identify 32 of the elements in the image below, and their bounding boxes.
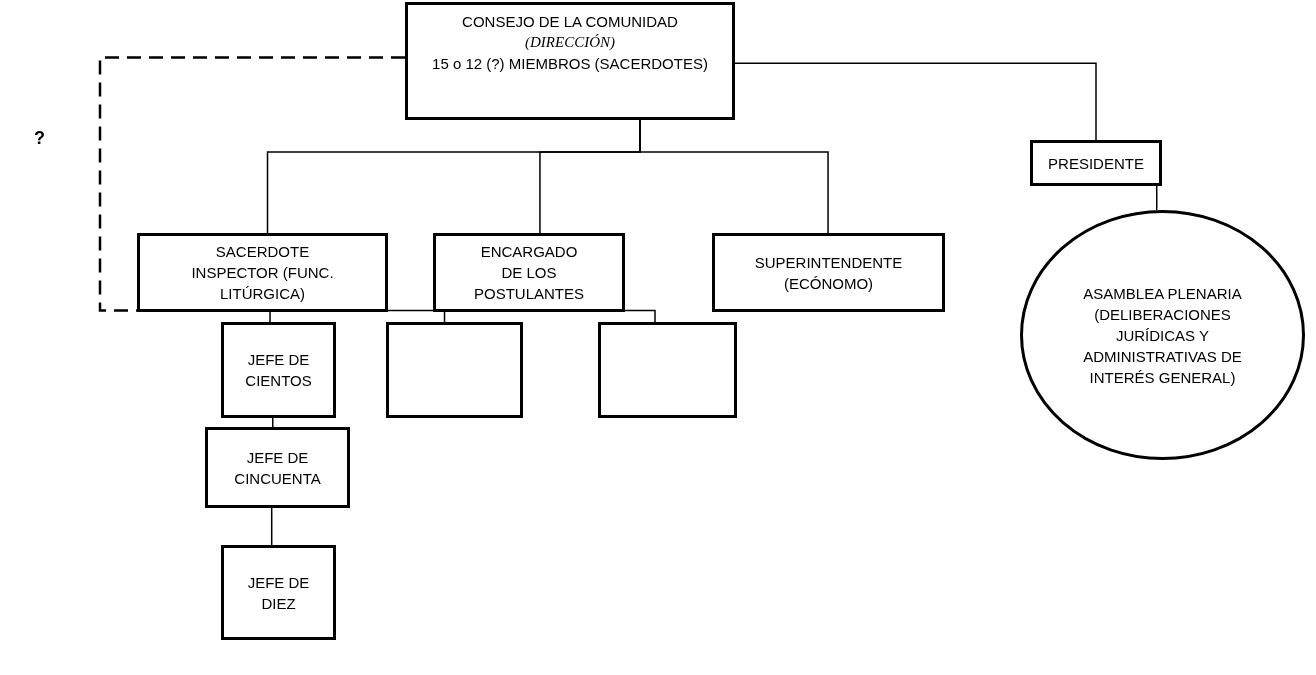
subtitle-text: (DIRECCIÓN) [525, 33, 615, 52]
connector-line [270, 507, 273, 546]
connector-line [624, 309, 656, 323]
org-box [205, 427, 350, 508]
empty-box [386, 322, 523, 418]
node-text: PRESIDENTE [1048, 153, 1144, 174]
connector-line [387, 309, 434, 312]
org-box [1030, 140, 1162, 186]
node-text: JEFE DE DIEZ [246, 572, 311, 614]
node-text: JEFE DE CIENTOS [245, 350, 312, 391]
node-text: ASAMBLEA PLENARIA (DELIBERACIONES JURÍDICAS Y ADMINISTRATIVAS DE INTERÉS GENERAL) [1082, 283, 1243, 388]
org-box [405, 2, 735, 120]
connector-line [272, 417, 274, 428]
empty-box [598, 322, 737, 418]
org-box [433, 233, 625, 312]
org-box [712, 233, 945, 312]
node-text: CONSEJO DE LA COMUNIDAD [462, 12, 678, 32]
connector-line [734, 62, 1097, 141]
question-mark-label: ? [34, 128, 45, 149]
org-box [221, 545, 336, 640]
node-text: 15 o 12 (?) MIEMBROS (SACERDOTES) [432, 54, 708, 74]
org-box [137, 233, 388, 312]
node-text: SUPERINTENDENTE (ECÓNOMO) [753, 252, 904, 294]
dashed-connector [98, 56, 405, 312]
connector-line [639, 119, 829, 234]
connector-line [269, 311, 271, 323]
circle-node [1020, 210, 1305, 460]
node-text: JEFE DE CINCUENTA [233, 447, 322, 489]
node-text: SACERDOTE INSPECTOR (FUNC. LITÚRGICA) [190, 242, 335, 304]
node-text: ENCARGADO DE LOS POSTULANTES [474, 242, 584, 304]
connector-line [1155, 185, 1158, 211]
org-box [221, 322, 336, 418]
